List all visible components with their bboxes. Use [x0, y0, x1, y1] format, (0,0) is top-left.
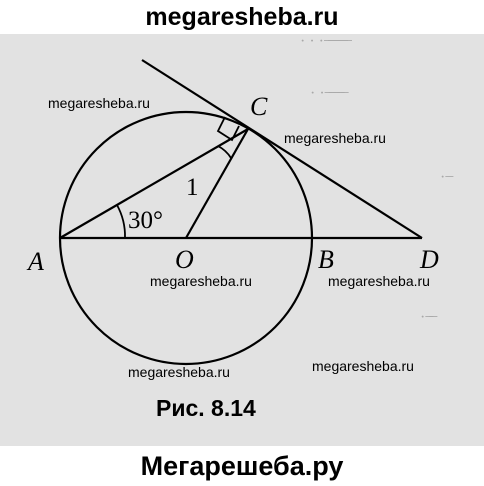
svg-text:· · ̶ ̶ ̶ ̶ ̶: · · ̶ ̶ ̶ ̶ ̶ [310, 85, 350, 102]
watermark: megaresheba.ru [48, 95, 150, 111]
label-angle-1: 1 [186, 174, 199, 201]
geometry-figure: · · · ̶ ̶ ̶ ̶ ̶ ̶ · · ̶ ̶ ̶ ̶ ̶ · ̶ · ̶ … [26, 34, 454, 421]
watermark: megaresheba.ru [150, 273, 252, 289]
svg-text:· ̶ ̶: · ̶ ̶ [420, 309, 438, 326]
watermark: megaresheba.ru [128, 364, 230, 380]
label-point-O: O [175, 245, 194, 274]
svg-text:· ̶: · ̶ [440, 169, 454, 186]
bleed-through-text: · · · ̶ ̶ ̶ ̶ ̶ ̶ · · ̶ ̶ ̶ ̶ ̶ · ̶ · ̶ … [300, 34, 454, 326]
label-point-D: D [419, 245, 439, 274]
segment-OC [185, 128, 249, 239]
site-header: megaresheba.ru [0, 0, 484, 34]
angle-arc-1 [217, 145, 232, 159]
label-point-B: B [318, 245, 334, 274]
textbook-scan: · · · ̶ ̶ ̶ ̶ ̶ ̶ · · ̶ ̶ ̶ ̶ ̶ · ̶ · ̶ … [0, 34, 484, 446]
right-angle-mark [216, 116, 240, 142]
label-point-C: C [250, 92, 268, 121]
angle-arc-A [116, 204, 126, 239]
segment-AC [59, 128, 249, 239]
svg-text:· · · ̶ ̶ ̶ ̶ ̶ ̶: · · · ̶ ̶ ̶ ̶ ̶ ̶ [300, 34, 353, 50]
watermark: megaresheba.ru [312, 358, 414, 374]
site-footer: Мегарешеба.ру [0, 446, 484, 486]
watermark: megaresheba.ru [284, 130, 386, 146]
label-point-A: A [26, 247, 44, 276]
watermark: megaresheba.ru [328, 273, 430, 289]
label-angle-30: 30° [128, 207, 163, 234]
tangent-line-CD [141, 59, 423, 239]
figure-caption: Рис. 8.14 [156, 395, 256, 421]
